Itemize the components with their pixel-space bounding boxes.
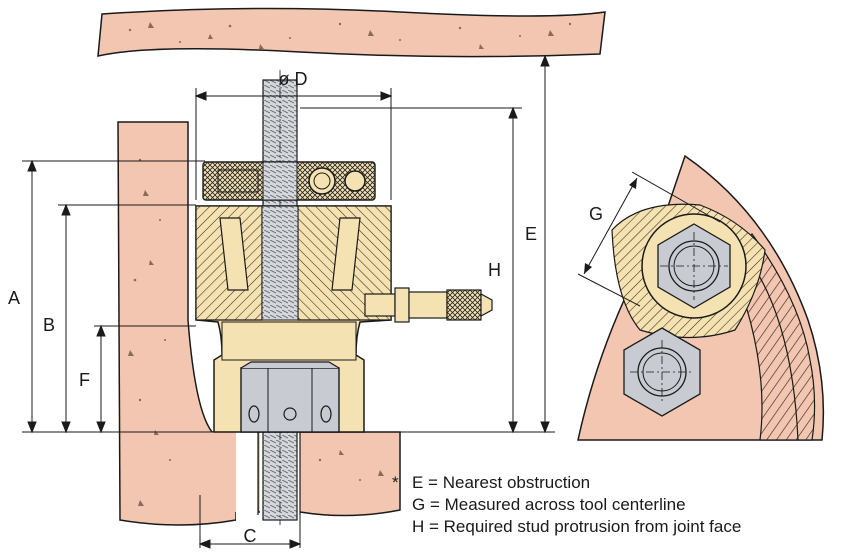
label-c: C — [244, 526, 257, 546]
label-a: A — [8, 288, 20, 308]
label-b: B — [43, 315, 55, 335]
flange-detail — [577, 154, 825, 441]
hydraulic-coupler — [364, 287, 493, 323]
label-e: E — [525, 224, 537, 244]
label-g: G — [589, 204, 603, 224]
legend-notes: * E = Nearest obstruction G = Measured a… — [392, 472, 742, 538]
puller-ring — [202, 161, 376, 201]
hex-nut — [240, 361, 340, 433]
note-e: E = Nearest obstruction — [412, 473, 591, 492]
note-g: G = Measured across tool centerline — [412, 495, 686, 514]
label-h: H — [488, 260, 501, 280]
label-d: ø D — [279, 69, 308, 89]
top-obstruction-slab — [97, 7, 606, 58]
label-f: F — [79, 370, 90, 390]
dimension-lines — [22, 54, 550, 549]
note-h: H = Required stud protrusion from joint … — [412, 517, 742, 536]
note-asterisk: * — [392, 473, 399, 492]
bolt-hole — [236, 432, 258, 522]
